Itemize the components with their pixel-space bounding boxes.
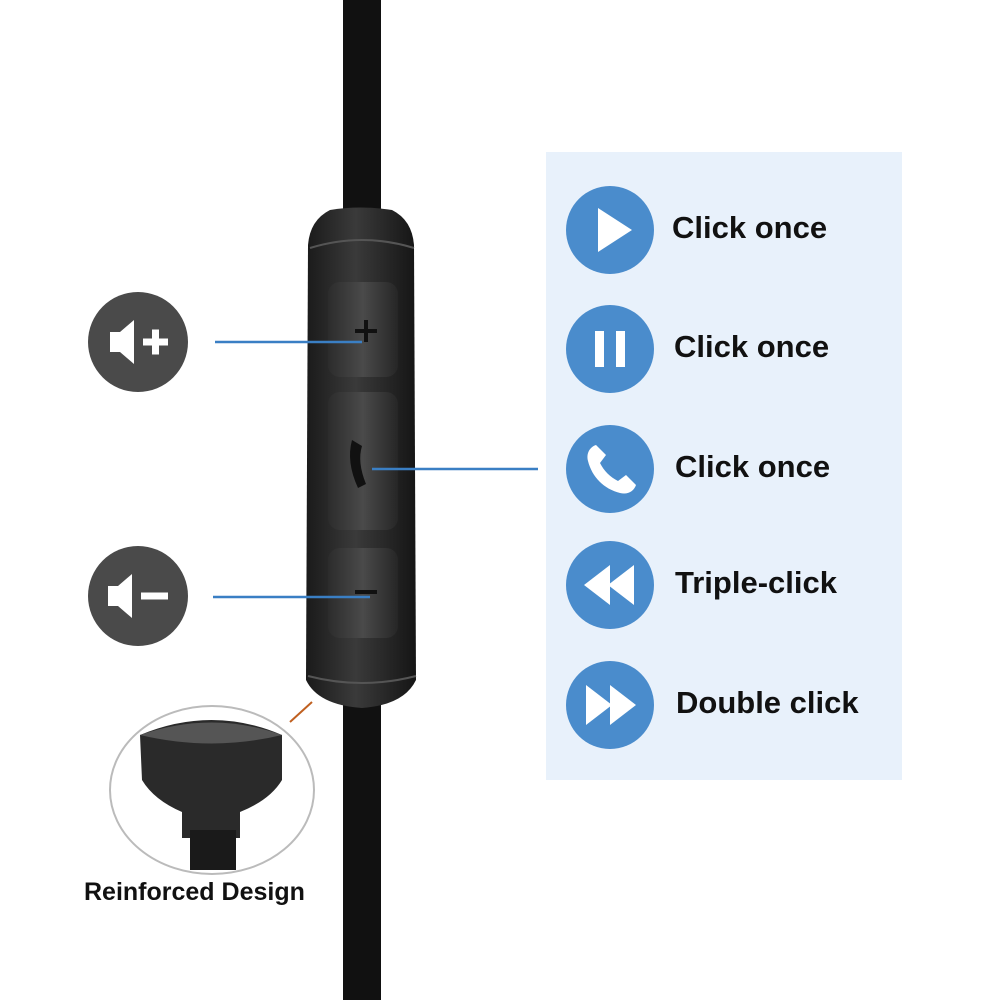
rewind-icon	[566, 541, 654, 629]
action-row-play: Click once	[566, 186, 896, 276]
reinforced-design-caption: Reinforced Design	[84, 878, 305, 906]
inset-connector	[140, 720, 282, 838]
volume-down-icon	[108, 574, 168, 618]
action-label: Triple-click	[675, 565, 837, 600]
volume-down-button	[88, 546, 188, 646]
action-label: Click once	[674, 329, 830, 364]
action-label: Click once	[675, 449, 831, 484]
play-icon	[566, 186, 654, 274]
action-row-fast-forward: Double click	[566, 661, 896, 751]
action-label: Click once	[672, 210, 828, 245]
action-label: Double click	[676, 685, 859, 720]
action-row-call: Click once	[566, 425, 896, 515]
pause-icon	[566, 305, 654, 393]
fast-forward-icon	[566, 661, 654, 749]
volume-up-icon	[110, 320, 168, 364]
action-row-rewind: Triple-click	[566, 541, 896, 631]
phone-icon	[566, 425, 654, 513]
remote-call-button	[328, 392, 398, 530]
cable-top	[343, 0, 381, 215]
action-row-pause: Click once	[566, 305, 896, 395]
cable-bottom	[343, 700, 381, 1000]
volume-up-button	[88, 292, 188, 392]
